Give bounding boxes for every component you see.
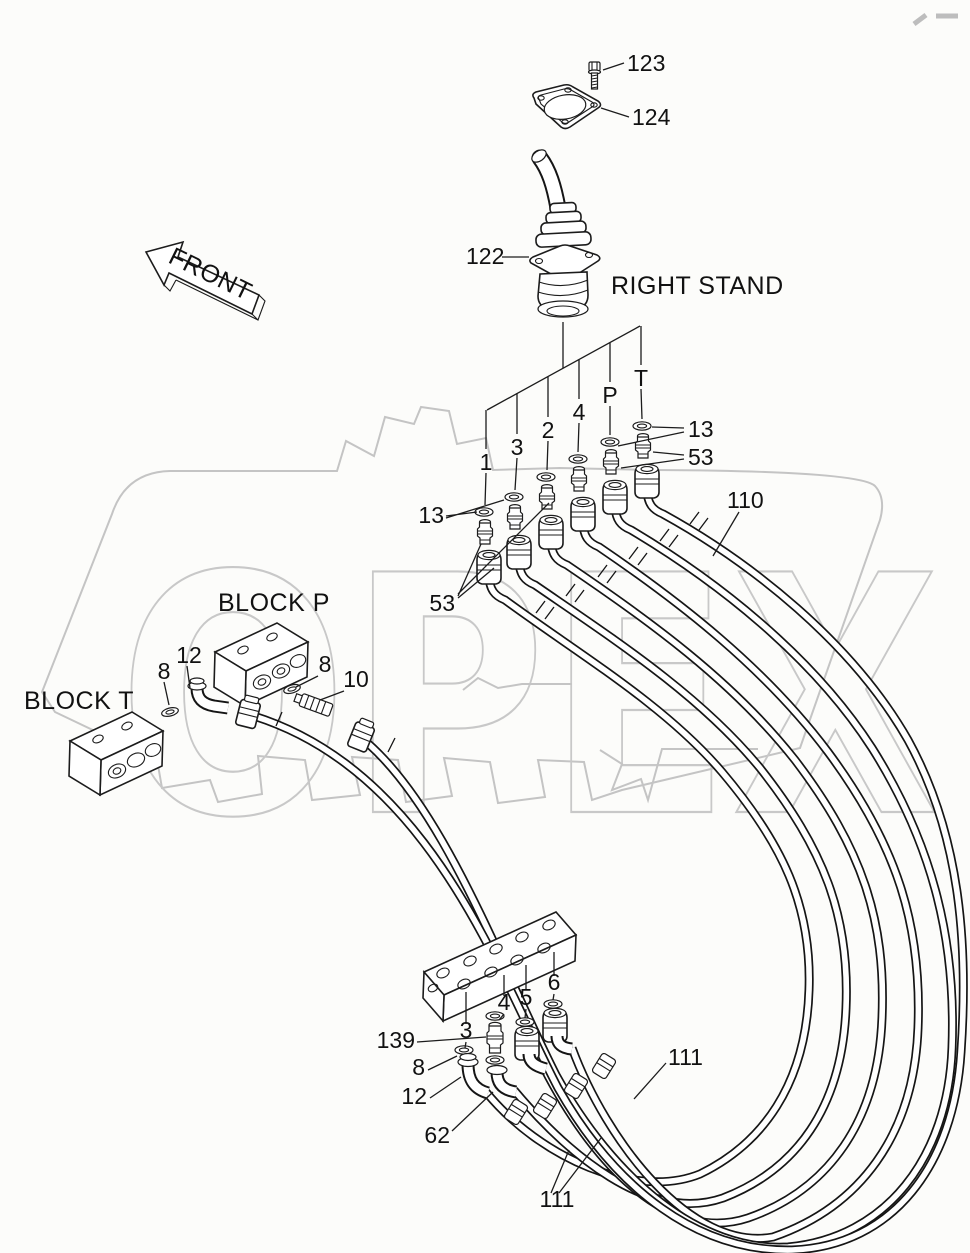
bottom-manifold-block bbox=[422, 911, 578, 1024]
label-part-13-left: 13 bbox=[418, 502, 444, 528]
label-part-53-right: 53 bbox=[688, 444, 714, 470]
label-manifold-6: 6 bbox=[548, 969, 561, 995]
label-port-3: 3 bbox=[511, 434, 524, 460]
label-part-8-bottom: 8 bbox=[412, 1054, 425, 1080]
manifold-holes bbox=[427, 919, 556, 993]
label-port-4: 4 bbox=[573, 399, 586, 425]
label-part-124: 124 bbox=[632, 104, 671, 130]
label-block-p: BLOCK P bbox=[218, 589, 330, 617]
label-manifold-4: 4 bbox=[498, 989, 511, 1015]
block-t bbox=[68, 711, 165, 797]
label-part-13-right: 13 bbox=[688, 416, 714, 442]
label-part-111-right: 111 bbox=[668, 1044, 703, 1070]
label-part-12-bottom: 12 bbox=[401, 1083, 427, 1109]
label-part-139: 139 bbox=[377, 1027, 415, 1053]
label-manifold-5: 5 bbox=[520, 984, 533, 1010]
label-part-8-left: 8 bbox=[158, 658, 171, 684]
label-part-111-bottom: 111 bbox=[540, 1186, 575, 1212]
callout-labels: 123 124 122 RIGHT STAND 1 3 2 4 P T 13 5… bbox=[24, 50, 784, 1212]
label-manifold-3: 3 bbox=[460, 1017, 473, 1043]
plate-124 bbox=[532, 83, 602, 130]
front-arrow: FRONT bbox=[144, 240, 266, 321]
label-part-10: 10 bbox=[343, 666, 369, 692]
manifold-fittings bbox=[454, 999, 618, 1127]
label-part-8-right: 8 bbox=[319, 651, 332, 677]
label-port-p: P bbox=[602, 382, 617, 408]
label-block-t: BLOCK T bbox=[24, 687, 134, 715]
bolt-123 bbox=[587, 61, 602, 90]
hose-sleeve-ticks bbox=[275, 511, 709, 753]
label-port-1: 1 bbox=[480, 449, 493, 475]
label-part-53-left: 53 bbox=[429, 590, 455, 616]
label-port-t: T bbox=[634, 365, 648, 391]
label-part-123: 123 bbox=[627, 50, 665, 76]
label-right-stand: RIGHT STAND bbox=[611, 272, 784, 300]
leader-lines bbox=[163, 62, 740, 1194]
label-part-12-top: 12 bbox=[176, 642, 202, 668]
label-part-62: 62 bbox=[424, 1122, 450, 1148]
watermark-layer: OPEX bbox=[40, 13, 958, 892]
block-p bbox=[213, 622, 310, 708]
label-part-122: 122 bbox=[466, 243, 504, 269]
pilot-valve-122 bbox=[529, 149, 601, 318]
label-part-110: 110 bbox=[727, 487, 764, 513]
label-port-2: 2 bbox=[542, 417, 555, 443]
